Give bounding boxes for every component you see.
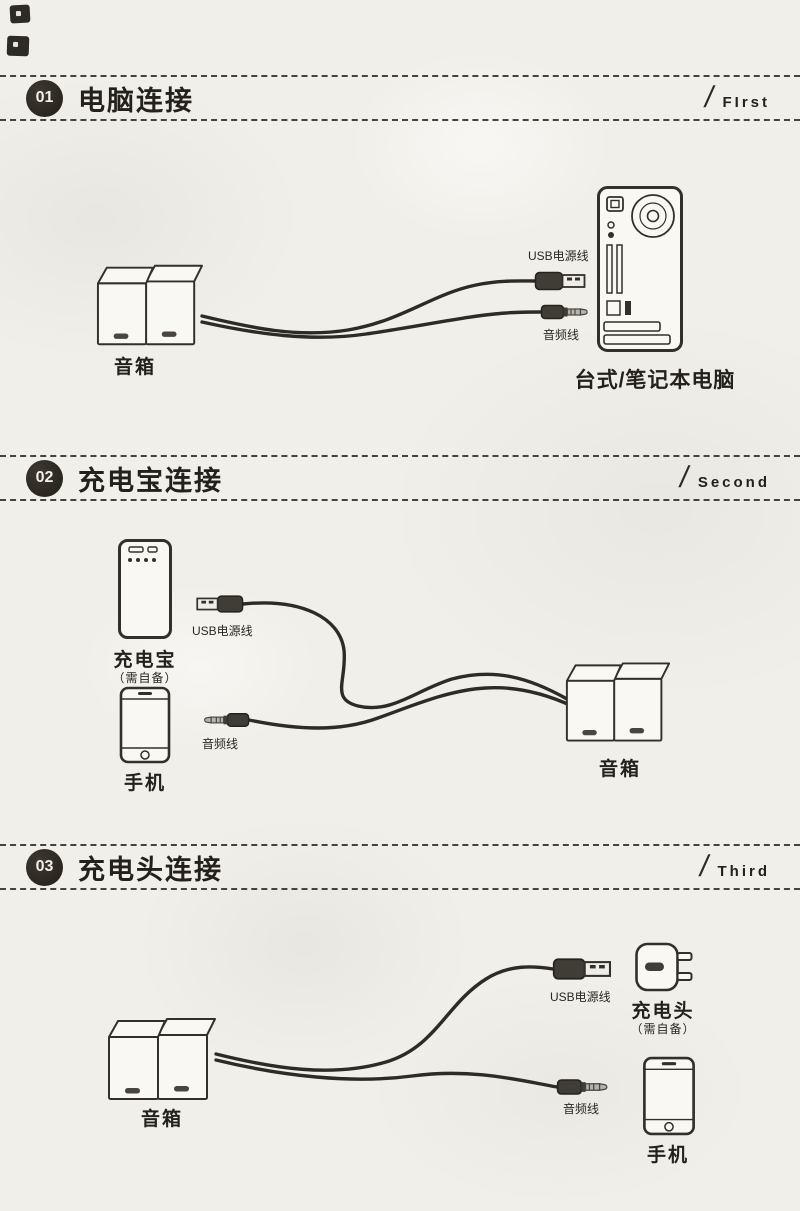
usb-cable-line-section1: [200, 279, 537, 335]
section-1-english-label: FIrst: [722, 94, 770, 111]
usb-cable-line-section3: [214, 965, 555, 1072]
phone-label-section2: 手机: [123, 773, 166, 794]
section-2-title: 充电宝连接: [78, 465, 223, 496]
section-2-header: 02 充电宝连接 / Second: [0, 455, 800, 501]
section-3-title: 充电头连接: [78, 854, 223, 885]
audio-plug-icon-section3: [556, 1077, 612, 1097]
section-3-number: 03: [35, 858, 54, 875]
charger-label: 充电头: [631, 1001, 695, 1022]
charger-illustration: [634, 940, 696, 994]
section-3-number-badge: 03: [26, 848, 63, 886]
audio-cable-label-section2: 音频线: [202, 737, 239, 751]
usb-plug-icon-section2: [194, 592, 244, 616]
power-bank-illustration: [117, 538, 173, 640]
usb-plug-icon-section1: [534, 270, 588, 292]
speaker-label-section3: 音箱: [140, 1109, 183, 1130]
slash-mark: /: [697, 850, 712, 883]
section-3-header-right: / Third: [697, 850, 770, 883]
phone-label-section3: 手机: [646, 1145, 689, 1166]
usb-cable-label-section3: USB电源线: [550, 990, 611, 1004]
computer-label: 台式/笔记本电脑: [574, 369, 736, 392]
corner-mark-bottom: [6, 35, 30, 57]
corner-mark-top: [9, 4, 31, 24]
section-2-header-right: / Second: [677, 461, 770, 494]
section-1-header-right: / FIrst: [702, 81, 770, 114]
section-1-title: 电脑连接: [78, 85, 194, 116]
power-bank-label: 充电宝: [113, 650, 177, 671]
charger-note: （需自备）: [630, 1022, 696, 1036]
speakers-illustration-section2: [564, 656, 672, 748]
section-3-header: 03 充电头连接 / Third: [0, 844, 800, 890]
usb-plug-icon-section3: [552, 956, 614, 982]
slash-mark: /: [702, 81, 717, 114]
audio-plug-icon-section2: [200, 711, 250, 729]
usb-cable-line-section2: [241, 601, 569, 710]
usb-cable-label-section1: USB电源线: [528, 249, 589, 263]
section-2-number-badge: 02: [26, 459, 63, 497]
speaker-label-section2: 音箱: [598, 759, 641, 780]
section-2-number: 02: [35, 469, 54, 486]
audio-cable-label-section1: 音频线: [543, 328, 580, 342]
section-1-number-badge: 01: [26, 79, 63, 117]
slash-mark: /: [677, 461, 692, 494]
section-1-number: 01: [35, 89, 54, 106]
audio-cable-line-section3: [214, 1058, 559, 1089]
usb-cable-label-section2: USB电源线: [192, 624, 253, 638]
speakers-illustration-section3: [106, 1014, 218, 1104]
section-3-english-label: Third: [717, 863, 770, 880]
phone-illustration-section2: [119, 686, 171, 764]
speakers-illustration-section1: [95, 260, 205, 350]
desktop-computer-illustration: [596, 185, 684, 353]
section-2-english-label: Second: [697, 474, 770, 491]
audio-cable-line-section2: [247, 686, 574, 730]
section-1-header: 01 电脑连接 / FIrst: [0, 75, 800, 121]
speaker-label-section1: 音箱: [113, 357, 156, 378]
audio-cable-label-section3: 音频线: [563, 1102, 600, 1116]
power-bank-note: （需自备）: [112, 671, 178, 685]
audio-cable-line-section1: [200, 310, 543, 339]
audio-plug-icon-section1: [540, 303, 592, 321]
phone-illustration-section3: [640, 1056, 698, 1136]
